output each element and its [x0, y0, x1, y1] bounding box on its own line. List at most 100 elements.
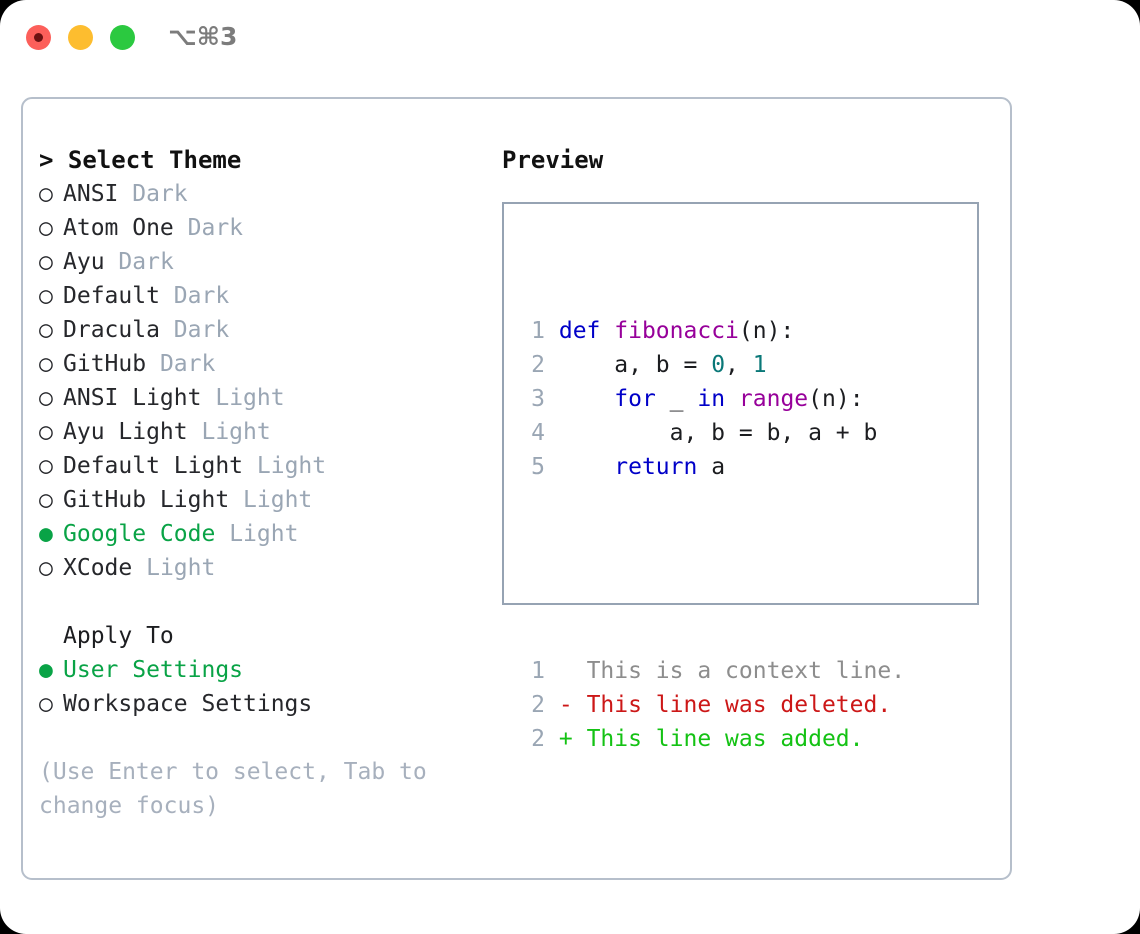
radio-unselected-icon: ○ — [39, 453, 53, 479]
window-controls — [26, 25, 135, 50]
code-token — [600, 318, 614, 344]
theme-option-variant-tag: Light — [215, 385, 285, 411]
theme-option-github-light[interactable]: ○ GitHub Light Light — [39, 483, 469, 517]
code-token: in — [697, 386, 726, 412]
theme-option-label: XCode — [63, 555, 133, 581]
theme-option-variant-tag: Light — [146, 555, 216, 581]
radio-selected-icon: ● — [39, 521, 53, 547]
theme-option-default[interactable]: ○Default Dark — [39, 279, 469, 313]
radio-unselected-icon: ○ — [39, 249, 53, 275]
line-number: 4 — [531, 420, 545, 446]
theme-option-ayu[interactable]: ○Ayu Dark — [39, 245, 469, 279]
diff-text: This line was deleted. — [586, 692, 892, 718]
theme-list-column: > Select Theme ○ANSI Dark○Atom One Dark○… — [39, 143, 469, 823]
theme-option-label: ANSI — [63, 181, 119, 207]
preview-column: Preview 1 def fibonacci(n):2 a, b = 0, 1… — [502, 143, 992, 752]
code-token: 1 — [752, 352, 767, 378]
code-token: a, b = — [558, 352, 712, 378]
code-token: (n): — [808, 386, 864, 412]
title-bar: ⌥⌘3 — [0, 0, 1140, 78]
theme-option-google-code[interactable]: ●Google Code Light — [39, 517, 469, 551]
diff-marker — [559, 658, 587, 684]
theme-option-variant-tag: Light — [243, 487, 313, 513]
code-diff-separator — [519, 552, 905, 586]
diff-text: This line was added. — [586, 726, 864, 752]
theme-option-xcode[interactable]: ○XCode Light — [39, 551, 469, 585]
theme-option-label: Google Code — [63, 521, 216, 547]
theme-option-label: Atom One — [63, 215, 174, 241]
diff-line: 2 + This line was added. — [519, 722, 905, 756]
keyboard-shortcut-label: ⌥⌘3 — [168, 22, 238, 51]
apply-to-option-list: ●User Settings ○ Workspace Settings — [39, 653, 469, 721]
theme-option-variant-tag: Light — [201, 419, 271, 445]
code-line: 1 def fibonacci(n): — [519, 314, 905, 348]
close-button[interactable] — [26, 25, 51, 50]
theme-option-default-light[interactable]: ○Default Light Light — [39, 449, 469, 483]
theme-option-label: ANSI Light — [63, 385, 202, 411]
theme-option-variant-tag: Dark — [173, 317, 230, 343]
code-line: 2 a, b = 0, 1 — [519, 348, 905, 382]
hint-spacer — [39, 721, 469, 755]
radio-unselected-icon: ○ — [39, 317, 53, 343]
radio-selected-icon: ● — [39, 657, 53, 683]
code-token: return — [614, 454, 698, 480]
theme-option-ansi[interactable]: ○ANSI Dark — [39, 177, 469, 211]
theme-option-label: GitHub Light — [63, 487, 230, 513]
list-spacer — [39, 585, 469, 619]
line-number: 2 — [531, 692, 545, 718]
code-line: 5 return a — [519, 450, 905, 484]
minimize-button[interactable] — [68, 25, 93, 50]
theme-option-github[interactable]: ○GitHub Dark — [39, 347, 469, 381]
theme-option-variant-tag: Light — [256, 453, 327, 479]
line-number: 2 — [531, 352, 545, 378]
theme-option-list: ○ANSI Dark○Atom One Dark○Ayu Dark○Defaul… — [39, 177, 469, 585]
radio-unselected-icon: ○ — [39, 385, 53, 411]
theme-selector-panel: > Select Theme ○ANSI Dark○Atom One Dark○… — [21, 97, 1012, 880]
code-token — [559, 386, 614, 412]
apply-to-option-user-settings[interactable]: ●User Settings — [39, 653, 469, 687]
radio-unselected-icon: ○ — [39, 419, 53, 445]
line-number: 1 — [531, 658, 545, 684]
apply-to-option-label: Workspace Settings — [63, 691, 313, 717]
radio-unselected-icon: ○ — [39, 487, 53, 513]
apply-to-option-workspace-settings[interactable]: ○ Workspace Settings — [39, 687, 469, 721]
page-title: > Select Theme — [39, 146, 242, 174]
theme-option-dracula[interactable]: ○ Dracula Dark — [39, 313, 469, 347]
radio-unselected-icon: ○ — [39, 215, 53, 241]
code-token: range — [738, 386, 809, 412]
theme-option-ansi-light[interactable]: ○ ANSI Light Light — [39, 381, 469, 415]
line-number: 3 — [531, 386, 545, 412]
theme-option-label: GitHub — [63, 351, 147, 377]
theme-option-label: Default — [63, 283, 160, 309]
theme-option-variant-tag: Dark — [187, 215, 244, 241]
theme-option-variant-tag: Dark — [173, 283, 230, 309]
code-token: a, b = b, a + b — [558, 420, 878, 446]
theme-option-atom-one[interactable]: ○ Atom One Dark — [39, 211, 469, 245]
code-token — [559, 454, 614, 480]
radio-unselected-icon: ○ — [39, 691, 53, 717]
code-token: 0 — [711, 352, 726, 378]
maximize-button[interactable] — [110, 25, 135, 50]
diff-line: 2 - This line was deleted. — [519, 688, 905, 722]
theme-option-label: Dracula — [63, 317, 160, 343]
keyboard-hint: (Use Enter to select, Tab to change focu… — [39, 759, 427, 819]
code-line: 3 for _ in range(n): — [519, 382, 905, 416]
preview-title: Preview — [502, 146, 604, 174]
apply-to-title: Apply To — [63, 623, 174, 649]
diff-marker: - — [558, 692, 587, 718]
code-line: 4 a, b = b, a + b — [519, 416, 905, 450]
theme-option-variant-tag: Dark — [118, 249, 174, 275]
code-token: _ — [655, 386, 698, 412]
code-token: a — [697, 454, 726, 480]
theme-option-ayu-light[interactable]: ○Ayu Light Light — [39, 415, 469, 449]
code-token — [725, 386, 739, 412]
line-number: 1 — [531, 318, 545, 344]
code-token: fibonacci — [614, 318, 739, 344]
diff-line: 1 This is a context line. — [519, 654, 905, 688]
diff-marker: + — [558, 726, 587, 752]
line-number: 5 — [531, 454, 545, 480]
code-token: , — [725, 352, 753, 378]
